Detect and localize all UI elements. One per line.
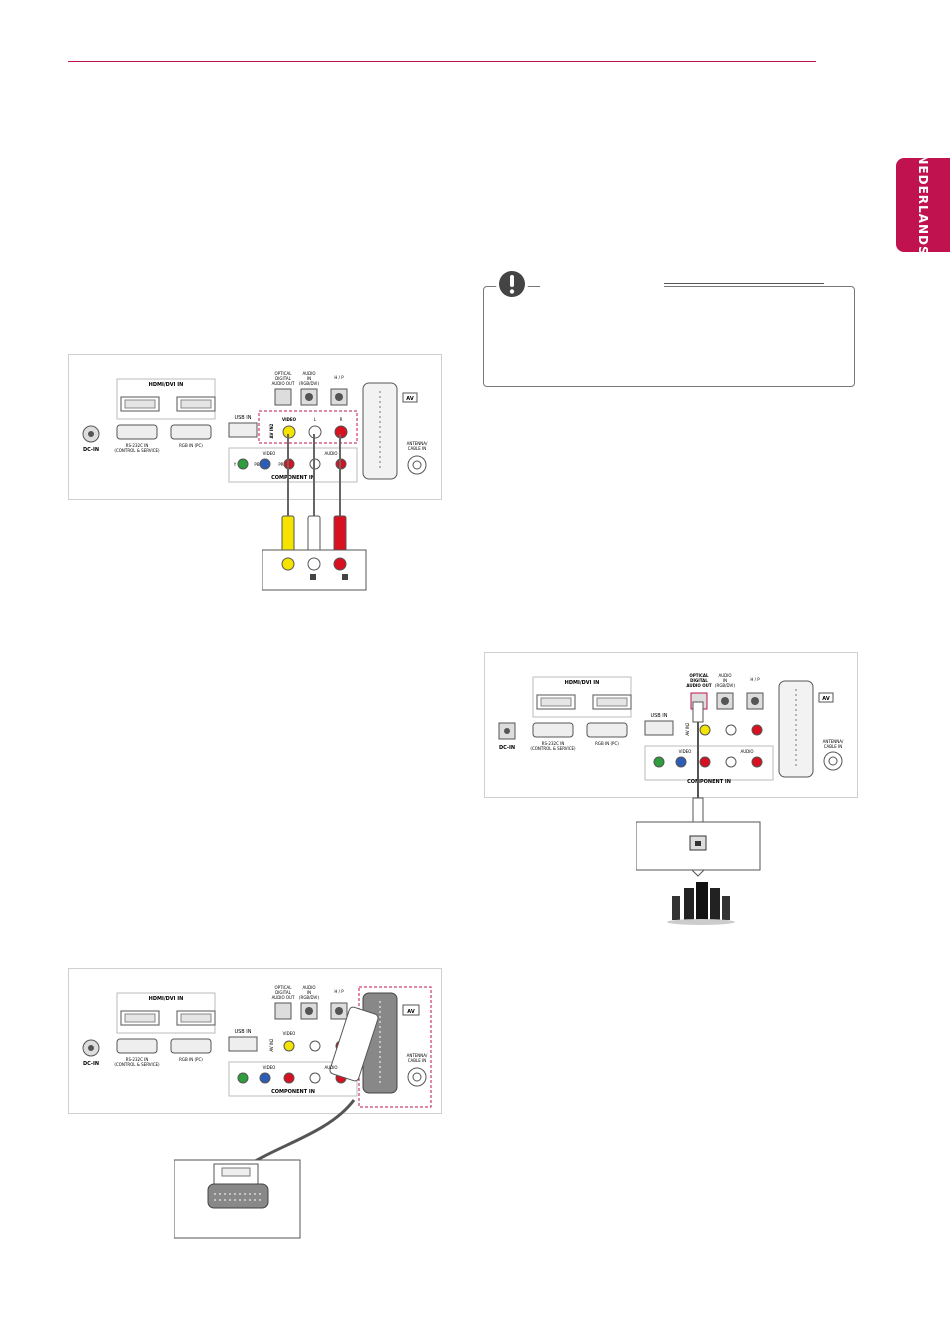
hp-label: H / P xyxy=(334,375,344,380)
header-rule xyxy=(68,61,816,62)
rgb-label-2: RGB IN (PC) xyxy=(595,741,619,746)
rs232-label-2: RS-232C IN xyxy=(542,741,565,746)
antenna-label-c: ANTENNA/ xyxy=(407,1053,428,1058)
dc-in-label: DC-IN xyxy=(83,447,99,453)
hdmi-label-2: HDMI/DVI IN xyxy=(565,680,600,686)
antenna-label-b2: CABLE IN xyxy=(824,744,842,749)
antenna-label-b: ANTENNA/ xyxy=(823,739,844,744)
rs232-sub-label: (CONTROL & SERVICE) xyxy=(114,448,160,453)
optical-cable-and-speakers xyxy=(636,701,761,925)
optical-label-3: AUDIO OUT xyxy=(272,381,295,386)
rgb-label-3: RGB IN (PC) xyxy=(179,1057,203,1062)
dc-in-label-2: DC-IN xyxy=(499,745,515,751)
back-panel-scart: HDMI/DVI IN DC-IN RS-232C IN (CONTROL & … xyxy=(68,968,442,1114)
video-label: VIDEO xyxy=(282,417,297,422)
component-audio-label-2: AUDIO xyxy=(740,749,753,754)
hdmi-label-3: HDMI/DVI IN xyxy=(149,996,184,1002)
optical-label-b2: DIGITAL xyxy=(690,678,708,683)
audio-in-label-c3: (RGB/DVI) xyxy=(299,995,319,1000)
component-audio-label: AUDIO xyxy=(324,451,337,456)
pr-label: PR xyxy=(278,462,283,467)
audio-r-label: R xyxy=(340,417,343,422)
note-box xyxy=(483,286,855,387)
av-label-3: AV xyxy=(407,1009,415,1015)
av2-label-3: AV IN2 xyxy=(269,1038,274,1052)
audio-in-label: AUDIO xyxy=(302,371,315,376)
exclamation-icon xyxy=(496,268,528,300)
pb-label: PB xyxy=(254,462,259,467)
rs232-sub-label-2: (CONTROL & SERVICE) xyxy=(530,746,576,751)
optical-label-b3: AUDIO OUT xyxy=(686,683,711,688)
component-label-2: COMPONENT IN xyxy=(687,779,731,785)
component-video-label-2: VIDEO xyxy=(679,749,692,754)
rgb-label: RGB IN (PC) xyxy=(179,443,203,448)
audio-in-label-c: AUDIO xyxy=(302,985,315,990)
panel-graphic-3: HDMI/DVI IN DC-IN RS-232C IN (CONTROL & … xyxy=(82,985,432,1108)
optical-label-c3: AUDIO OUT xyxy=(272,995,295,1000)
optical-label: OPTICAL xyxy=(275,371,293,376)
back-panel-optical: HDMI/DVI IN DC-IN RS-232C IN (CONTROL & … xyxy=(484,652,858,798)
panel-graphic-2: HDMI/DVI IN DC-IN RS-232C IN (CONTROL & … xyxy=(498,673,844,785)
component-label-3: COMPONENT IN xyxy=(271,1089,315,1095)
audio-in-label-c2: IN xyxy=(307,990,311,995)
optical-label-c: OPTICAL xyxy=(275,985,293,990)
optical-label-2: DIGITAL xyxy=(275,376,291,381)
composite-cables xyxy=(262,434,367,591)
usb-label-3: USB IN xyxy=(234,1029,251,1035)
audio-in-label-b2: IN xyxy=(723,678,727,683)
language-tab-label: NEDERLANDS xyxy=(916,154,930,256)
note-box-gap xyxy=(540,285,664,288)
av2-label-2: AV IN2 xyxy=(685,722,690,736)
back-panel-av-composite: HDMI/DVI IN DC-IN RS-232C IN (CONTROL & … xyxy=(68,354,442,500)
av-label: AV xyxy=(406,396,414,402)
antenna-label: ANTENNA/ xyxy=(407,441,428,446)
usb-label-2: USB IN xyxy=(650,713,667,719)
audio-in-label-3: (RGB/DVI) xyxy=(299,381,319,386)
video-label-3: VIDEO xyxy=(283,1031,296,1036)
antenna-label-c2: CABLE IN xyxy=(408,1058,426,1063)
rs232-label: RS-232C IN xyxy=(126,443,149,448)
language-tab[interactable]: NEDERLANDS xyxy=(896,154,950,256)
hp-label-3: H / P xyxy=(334,989,344,994)
audio-l-label: L xyxy=(314,417,317,422)
component-label: COMPONENT IN xyxy=(271,475,315,481)
optical-label-b: OPTICAL xyxy=(689,673,709,678)
rs232-label-3: RS-232C IN xyxy=(126,1057,149,1062)
usb-label: USB IN xyxy=(234,415,251,421)
y-label: Y xyxy=(233,462,237,467)
dc-in-label-3: DC-IN xyxy=(83,1061,99,1067)
av2-label: AV IN2 xyxy=(269,423,274,438)
audio-in-label-2: IN xyxy=(307,376,311,381)
optical-label-c2: DIGITAL xyxy=(275,990,291,995)
component-audio-label-3: AUDIO xyxy=(324,1065,337,1070)
rs232-sub-label-3: (CONTROL & SERVICE) xyxy=(114,1062,160,1067)
component-video-label: VIDEO xyxy=(263,451,276,456)
scart-cable-and-device xyxy=(174,1099,356,1239)
antenna-label-2: CABLE IN xyxy=(408,446,426,451)
audio-in-label-b: AUDIO xyxy=(718,673,731,678)
av-label-2: AV xyxy=(822,696,830,702)
audio-in-label-b3: (RGB/DVI) xyxy=(715,683,735,688)
component-video-label-3: VIDEO xyxy=(263,1065,276,1070)
panel-graphic: HDMI/DVI IN DC-IN RS-232C IN (CONTROL & … xyxy=(82,371,428,483)
hdmi-label: HDMI/DVI IN xyxy=(149,382,184,388)
hp-label-2: H / P xyxy=(750,677,760,682)
note-title-rule xyxy=(664,283,824,284)
